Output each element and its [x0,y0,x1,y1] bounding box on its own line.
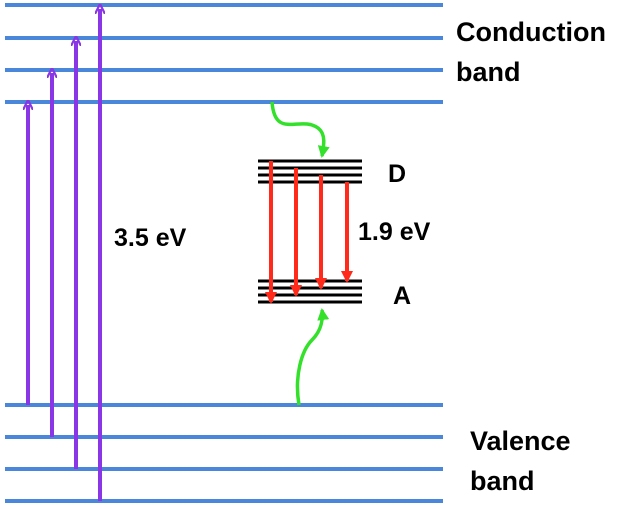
conduction-band-label-line2: band [456,57,521,87]
emission-energy-label: 1.9 eV [358,218,431,246]
excitation-arrows [28,9,100,501]
relaxation-arrow-valence-to-acceptor [295,308,330,406]
donor-levels [258,159,362,184]
donor-label: D [388,160,406,188]
excitation-energy-label: 3.5 eV [114,224,187,252]
relaxation-arrow-conduction-to-donor [270,101,330,158]
valence-band-label-line1: Valence [470,426,571,456]
valence-band-label-line2: band [470,466,535,496]
valence-band-lines [5,403,443,503]
emission-arrows [265,161,353,304]
conduction-band-label-line1: Conduction [456,17,606,47]
conduction-band-lines [5,3,443,104]
acceptor-label: A [393,282,411,310]
relaxation-arrows [270,101,330,406]
acceptor-levels [258,279,362,304]
